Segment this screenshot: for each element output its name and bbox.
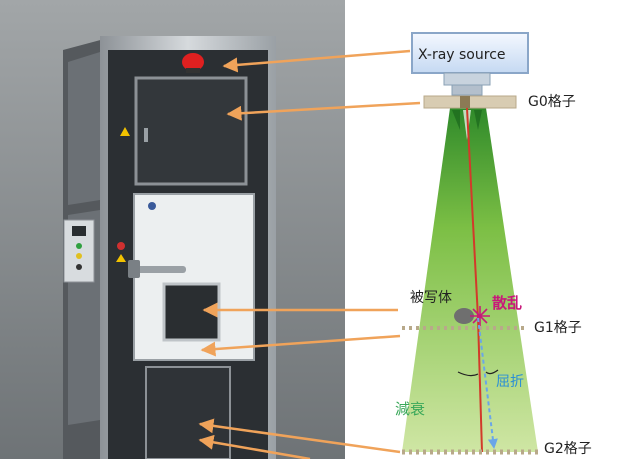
arrow-g0: [226, 101, 421, 121]
xray-source-label: X-ray source: [418, 47, 506, 63]
warning-triangle-icon: [120, 127, 130, 136]
g2-label: G2格子: [544, 441, 592, 457]
arrow-g1: [200, 334, 401, 357]
door-window: [162, 282, 221, 342]
refraction-arc-right: [485, 369, 499, 375]
scatter-label: 散乱: [492, 294, 522, 312]
lower-door: [145, 366, 231, 459]
refraction-label: 屈折: [496, 374, 524, 390]
scatter-star-icon: [470, 306, 490, 326]
warning-light-icon: [182, 53, 204, 71]
connector-arrows: [198, 49, 421, 459]
door-handle-icon: [128, 266, 186, 273]
g0-label: G0格子: [528, 94, 576, 110]
refraction-arc-left: [457, 371, 479, 377]
xray-path: [466, 107, 479, 319]
arrow-source: [222, 49, 411, 73]
xray-beam: [402, 108, 538, 452]
attenuation-label: 減衰: [395, 400, 425, 418]
arrow-detector: [198, 434, 311, 459]
g1-label: G1格子: [534, 320, 582, 336]
arrow-g2: [198, 418, 401, 454]
subject-label: 被写体: [410, 290, 452, 306]
upper-door: [134, 76, 248, 186]
subject-object: [454, 308, 474, 324]
refracted-path: [477, 317, 498, 449]
xray-cabinet: [63, 36, 276, 459]
